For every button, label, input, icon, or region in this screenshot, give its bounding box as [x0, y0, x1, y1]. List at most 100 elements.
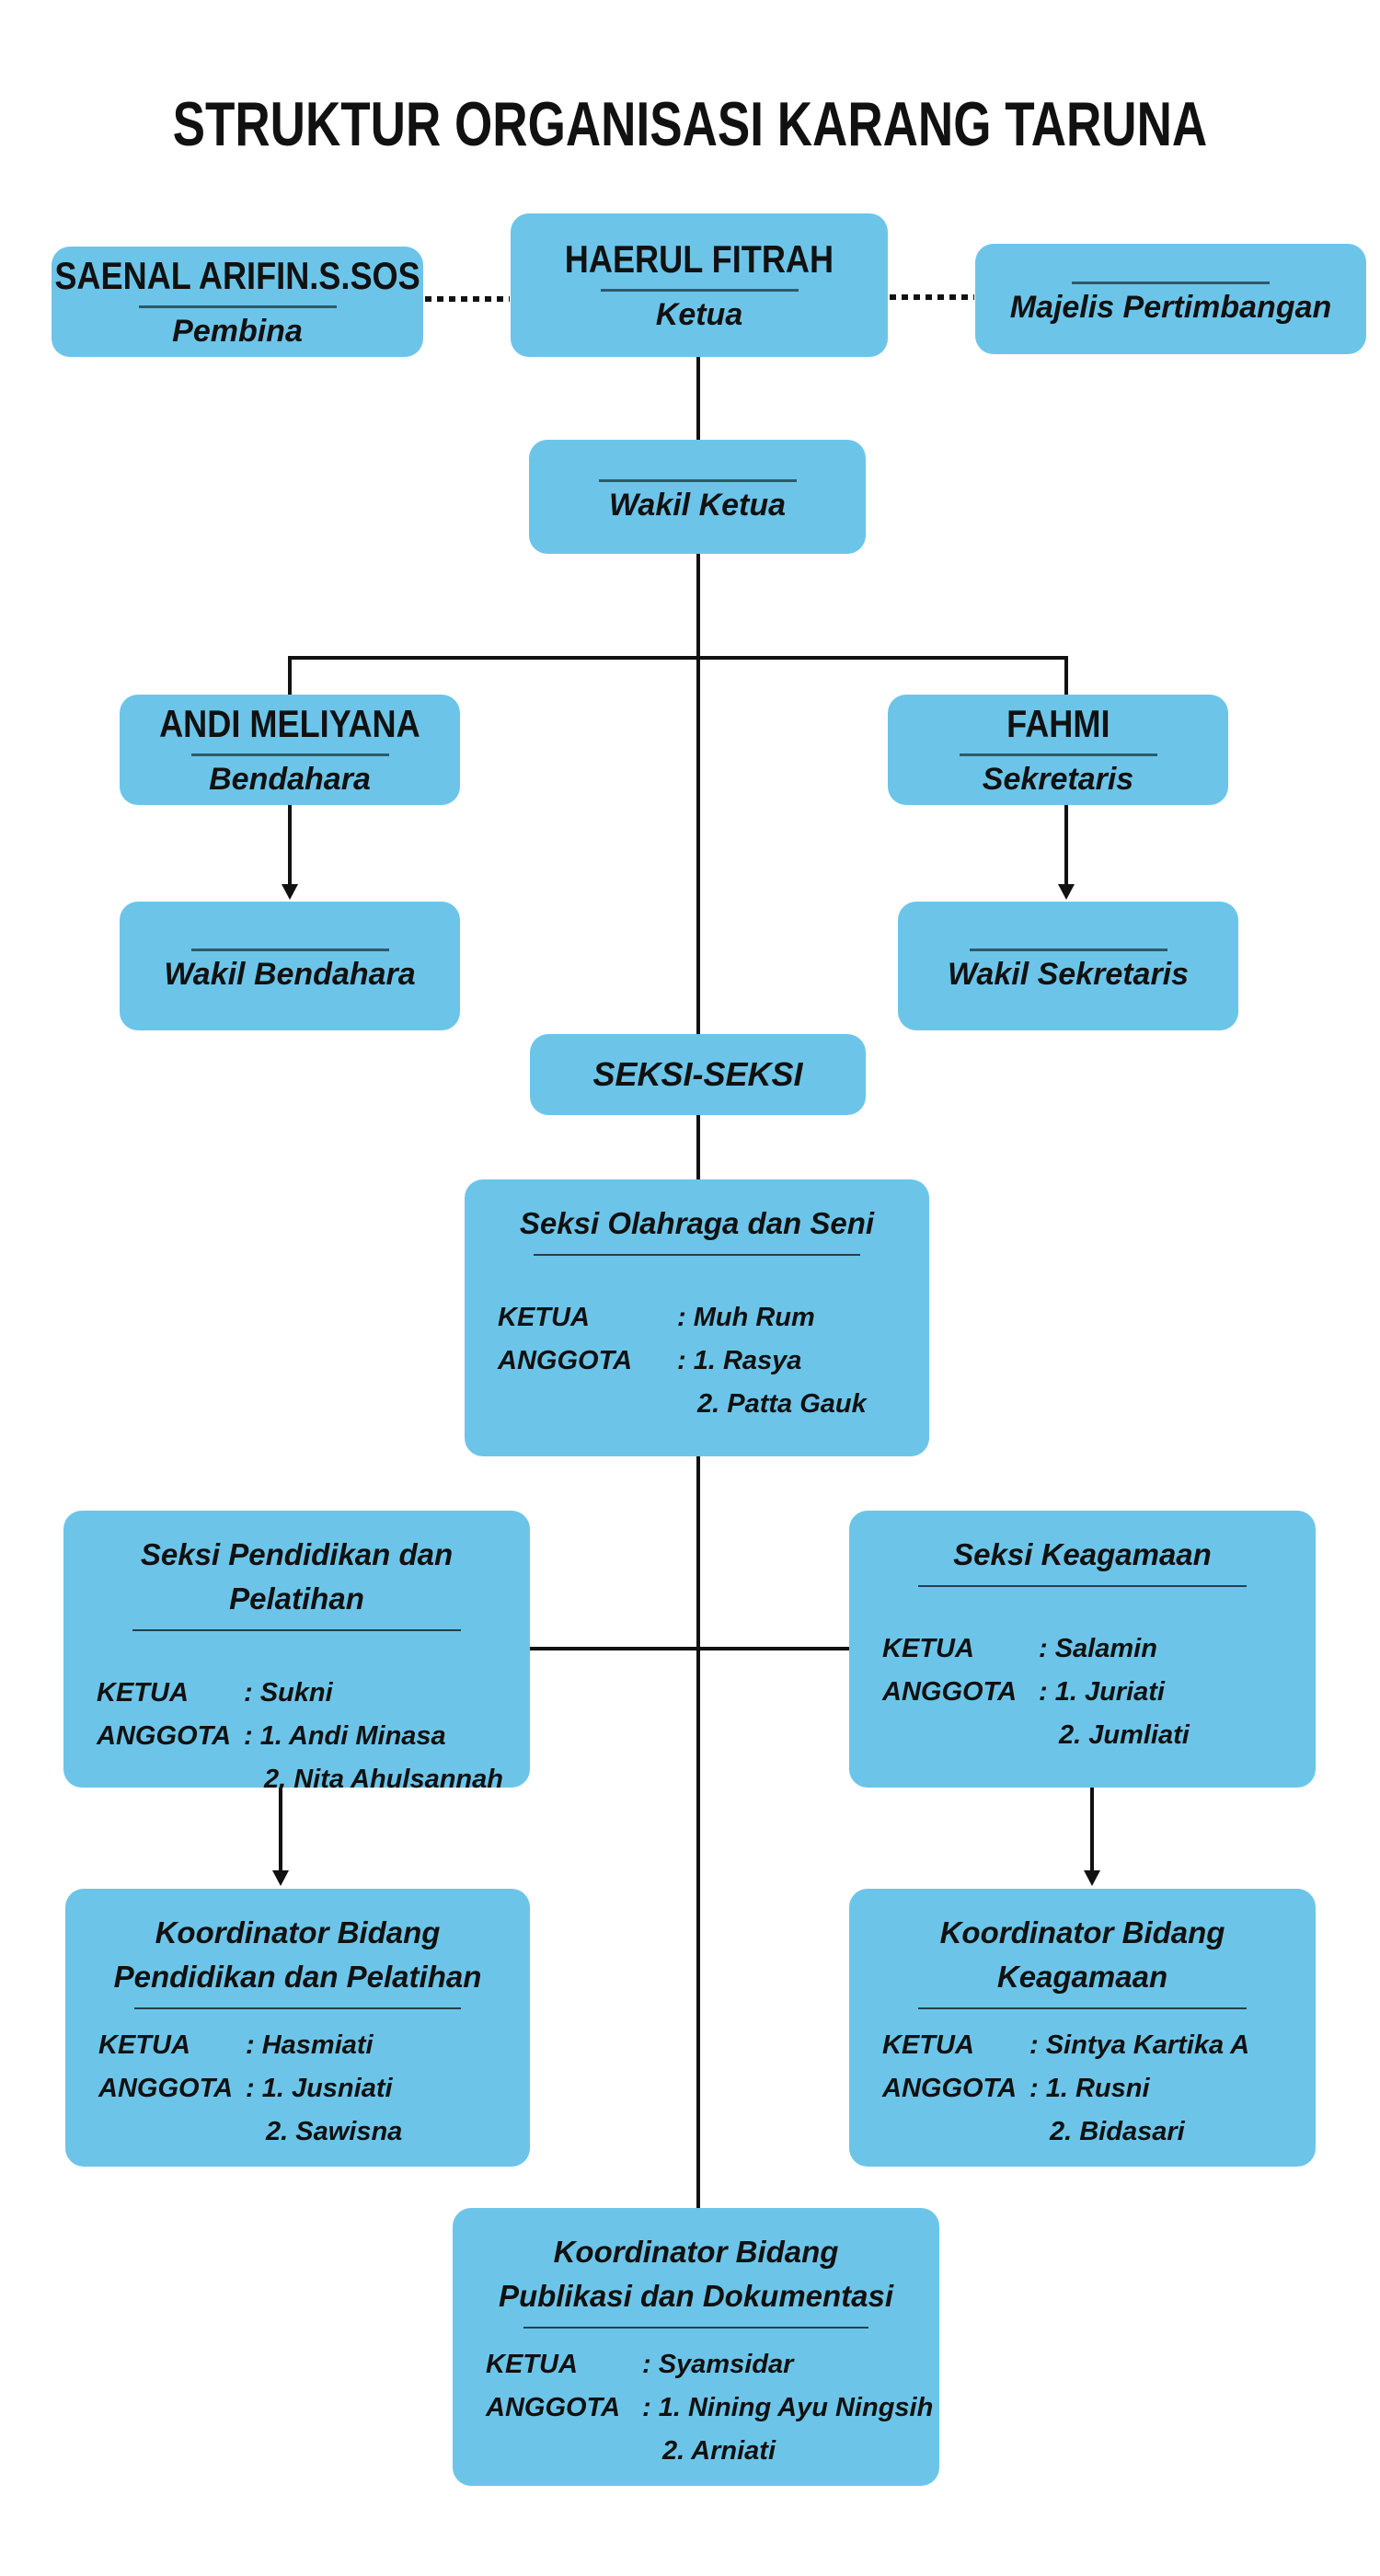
row-label	[498, 1383, 677, 1426]
row-value: : 1. Jusniati	[246, 2073, 393, 2103]
connector-arrow-line-wakil-bendahara	[288, 805, 292, 886]
section-row: ANGGOTA : 1. Jusniati	[98, 2067, 497, 2110]
row-value: 2. Bidasari	[1050, 2116, 1185, 2146]
connector-arrow-line-koor-keagamaan	[1090, 1788, 1094, 1872]
section-row: KETUA: Muh Rum	[498, 1296, 896, 1340]
section-rows: KETUA: Salamin ANGGOTA : 1. Juriati 2. Ju…	[882, 1627, 1282, 1757]
connector-drop-sekretaris	[1064, 656, 1068, 698]
arrow-down-icon	[282, 884, 298, 900]
row-value: : 1. Nining Ayu Ningsih	[642, 2392, 934, 2422]
name-underline	[190, 948, 389, 951]
row-label: ANGGOTA	[882, 2073, 1018, 2103]
row-value: : 1. Rusni	[1029, 2073, 1150, 2103]
row-value: : Muh Rum	[677, 1302, 815, 1332]
section-rows: KETUA: Hasmiati ANGGOTA : 1. Jusniati 2. …	[98, 2024, 497, 2154]
connector-drop-bendahara	[288, 656, 292, 698]
org-box-sekretaris: FAHMI Sekretaris	[888, 695, 1228, 805]
section-row: KETUA: Hasmiati	[98, 2024, 497, 2067]
section-row: KETUA : Sukni	[97, 1672, 497, 1715]
member-role: Wakil Ketua	[608, 487, 787, 523]
section-row: 2. Sawisna	[98, 2110, 497, 2154]
section-title-line: Pendidikan dan Pelatihan	[113, 1959, 482, 1994]
section-rows: KETUA: Muh Rum ANGGOTA: 1. Rasya 2. Patt…	[498, 1296, 896, 1426]
row-label: ANGGOTA	[98, 2073, 234, 2103]
section-row: ANGGOTA : 1. Rusni	[882, 2067, 1282, 2110]
row-label	[486, 2430, 642, 2473]
member-role: Wakil Sekretaris	[947, 956, 1190, 992]
section-row: ANGGOTA: 1. Rasya	[498, 1340, 896, 1383]
org-box-wakil-bendahara: Wakil Bendahara	[120, 902, 460, 1030]
member-name-text: ANDI MELIYANA	[159, 701, 420, 745]
row-label	[97, 1758, 244, 1801]
section-title: Seksi Pendidikan dan Pelatihan	[97, 1533, 497, 1621]
org-box-wakil-sekretaris: Wakil Sekretaris	[898, 902, 1238, 1030]
row-label: KETUA	[98, 2030, 190, 2060]
row-value: 2. Arniati	[662, 2435, 776, 2466]
section-title-underline	[132, 1628, 461, 1631]
section-title-underline	[918, 1584, 1247, 1587]
name-underline	[969, 948, 1167, 951]
row-label: ANGGOTA	[882, 1676, 1018, 1707]
org-box-ketua: HAERUL FITRAH Ketua	[511, 213, 888, 357]
name-underline	[138, 305, 337, 308]
section-title-line: Publikasi dan Dokumentasi	[498, 2278, 894, 2313]
section-row: 2. Nita Ahulsannah	[97, 1758, 503, 1801]
row-label: KETUA	[97, 1677, 189, 1708]
member-role: Majelis Pertimbangan	[1009, 289, 1332, 325]
connector-arrow-line-koor-pendidikan	[279, 1788, 282, 1872]
section-row: ANGGOTA : 1. Juriati	[882, 1671, 1282, 1714]
member-role: Bendahara	[209, 761, 371, 797]
org-box-seksi-header: SEKSI-SEKSI	[530, 1034, 866, 1115]
section-rows: KETUA: Sintya Kartika A ANGGOTA: 1. Rusn…	[882, 2024, 1282, 2154]
section-row: 2. Jumliati	[882, 1714, 1282, 1757]
section-row: 2. Patta Gauk	[498, 1383, 896, 1426]
member-name: HAERUL FITRAH	[543, 236, 856, 281]
org-box-wakil-ketua: Wakil Ketua	[529, 440, 866, 554]
row-value: : 1. Andi Minasa	[244, 1720, 446, 1751]
row-value: : Syamsidar	[642, 2349, 794, 2379]
org-box-majelis-pertimbangan: Majelis Pertimbangan	[975, 244, 1366, 354]
section-title-underline	[523, 2326, 868, 2329]
page-title-text: STRUKTUR ORGANISASI KARANG TARUNA	[172, 89, 1208, 159]
section-title-line: Seksi Keagamaan	[953, 1537, 1212, 1571]
section-row: ANGGOTA : 1. Andi Minasa	[97, 1715, 497, 1758]
section-row: KETUA: Salamin	[882, 1627, 1282, 1671]
section-title-line: Seksi Olahraga dan Seni	[519, 1206, 875, 1240]
seksi-header-label: SEKSI-SEKSI	[592, 1055, 803, 1093]
member-role: Ketua	[655, 296, 743, 332]
name-underline	[190, 753, 389, 756]
member-role: Pembina	[172, 313, 303, 349]
row-value: 2. Sawisna	[266, 2116, 403, 2146]
name-underline	[1072, 281, 1270, 284]
member-name-text: SAENAL ARIFIN.S.SOS	[54, 253, 420, 297]
member-role: Sekretaris	[982, 761, 1134, 797]
member-name-text: FAHMI	[1006, 701, 1110, 745]
section-row: ANGGOTA: 1. Nining Ayu Ningsih	[486, 2386, 933, 2430]
member-role: Wakil Bendahara	[164, 956, 416, 992]
row-value: : Sintya Kartika A	[1029, 2030, 1250, 2060]
section-title-line: Koordinator Bidang	[553, 2235, 839, 2269]
section-title: Seksi Olahraga dan Seni	[498, 1202, 896, 1246]
section-title-underline	[533, 1253, 861, 1256]
org-box-pembina: SAENAL ARIFIN.S.SOS Pembina	[52, 247, 423, 357]
name-underline	[598, 478, 797, 482]
arrow-down-icon	[272, 1870, 289, 1886]
section-title: Seksi Keagamaan	[882, 1533, 1282, 1577]
row-label	[882, 2110, 1029, 2154]
member-name: SAENAL ARIFIN.S.SOS	[25, 253, 450, 297]
member-name-text: HAERUL FITRAH	[564, 236, 834, 281]
member-name: ANDI MELIYANA	[138, 701, 442, 745]
section-title-line: Koordinator Bidang	[155, 1915, 441, 1949]
name-underline	[600, 288, 799, 292]
row-value: : 1. Juriati	[1039, 1676, 1165, 1707]
row-value: : Sukni	[244, 1677, 333, 1708]
section-box-pendidikan: Seksi Pendidikan dan Pelatihan KETUA : Su…	[63, 1511, 530, 1794]
connector-dotted-left	[425, 296, 510, 302]
row-label: KETUA	[882, 1633, 974, 1663]
name-underline	[959, 753, 1157, 756]
row-label: ANGGOTA	[97, 1720, 232, 1751]
